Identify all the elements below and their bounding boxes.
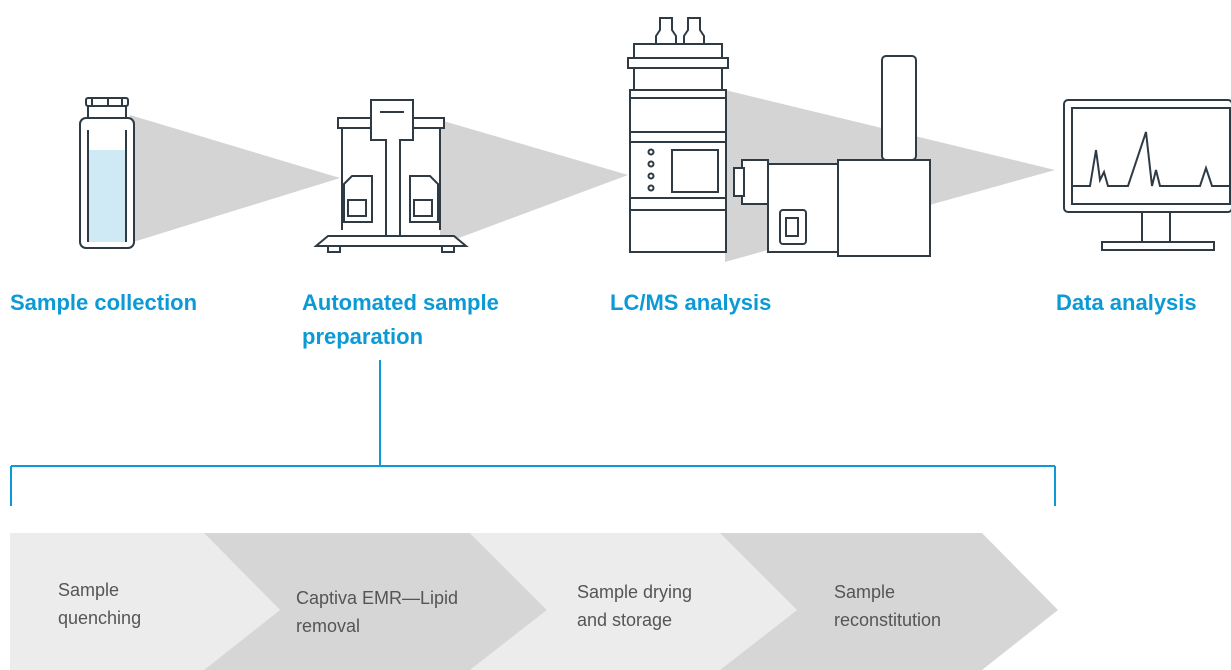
prep-step-3-line2: and storage [577,610,673,630]
prep-step-2-line2: removal [296,616,361,636]
prep-step-chevron-4 [720,533,1058,670]
prep-step-2-line1: Captiva EMR—Lipid [296,588,459,608]
prep-step-3-line1: Sample drying [577,582,693,602]
monitor-chromatogram-icon [1063,99,1231,251]
automated-sample-prep-instrument-icon [313,99,469,253]
prep-step-3-label: Sample drying and storage [577,578,692,634]
prep-step-chevron-1 [10,533,280,670]
stage-label-data-analysis: Data analysis [1056,290,1197,315]
prep-step-1-label: Sample quenching [58,576,141,632]
prep-step-4-line2: reconstitution [834,610,942,630]
lc-ms-instrument-icon [627,17,931,257]
beam-1 [130,115,340,243]
stage-label-sample-collection: Sample collection [10,290,198,315]
prep-step-chevron-2 [204,533,547,670]
prep-step-4-label: Sample reconstitution [834,578,941,634]
prep-step-chevron-3 [470,533,797,670]
prep-step-1-line1: Sample [58,580,120,600]
prep-step-2-label: Captiva EMR—Lipid removal [296,584,458,640]
prep-step-4-line1: Sample [834,582,896,602]
beam-2 [440,120,628,245]
prep-step-1-line2: quenching [58,608,142,628]
prep-steps-bracket [10,360,1056,506]
stage-label-lc-ms-analysis: LC/MS analysis [610,290,772,315]
stage-label-automated-sample-preparation: Automated sample preparation [302,290,499,349]
sample-vial-icon [79,97,135,249]
